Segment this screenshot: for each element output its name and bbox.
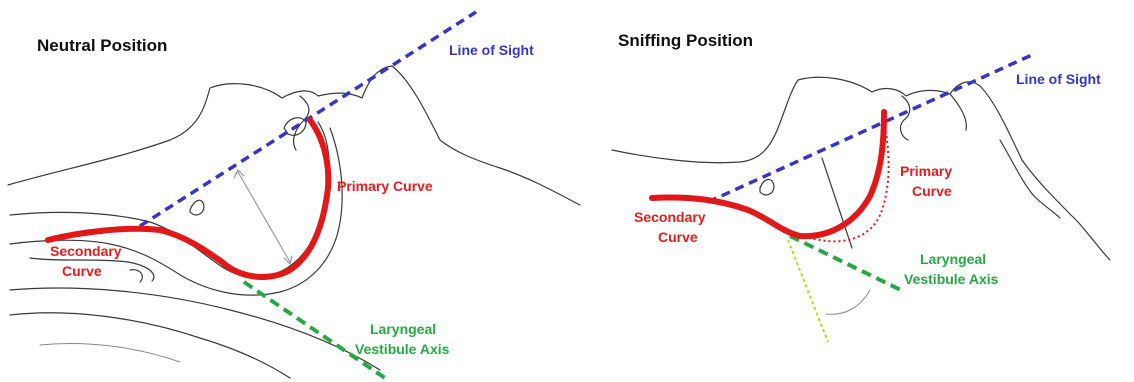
- sniffing-forehead-outline: [949, 93, 967, 131]
- neutral-laryngeal-vestibule-axis: [242, 280, 387, 380]
- neutral-pharynx-outline: [9, 127, 343, 296]
- neutral-secondary-curve: [45, 225, 225, 265]
- neutral-primary-curve-label: Primary Curve: [337, 178, 433, 194]
- sniffing-secondary-curve: [649, 194, 803, 239]
- neutral-distance-arrow-bottom: [283, 255, 293, 265]
- sniffing-title: Sniffing Position: [618, 31, 753, 50]
- sniffing-yellow-axis: [787, 239, 829, 343]
- neutral-distance-arrow-top: [233, 169, 245, 179]
- sniffing-laryngeal-vestibule-axis: [789, 234, 906, 294]
- neutral-title: Neutral Position: [37, 36, 167, 55]
- neutral-secondary-curve-label-line1: Secondary: [50, 243, 122, 259]
- sniffing-secondary-curve-label-line2: Curve: [658, 229, 698, 245]
- sniffing-chin-outline: [999, 139, 1061, 219]
- neutral-neck-line-1: [9, 287, 381, 371]
- sniffing-line-of-sight-label: Line of Sight: [1016, 71, 1101, 87]
- neutral-primary-curve: [219, 117, 332, 280]
- neutral-neck-line-2: [9, 312, 291, 379]
- neutral-nose-mouth-outline: [292, 95, 310, 151]
- sniffing-nose-outline: [899, 95, 911, 141]
- neutral-position-panel: Neutral Position Line of Sight Primary C…: [7, 10, 581, 380]
- sniffing-vestibule-label-line2: Vestibule Axis: [904, 271, 999, 287]
- sniffing-position-panel: Sniffing Position Line of Sight Primary …: [611, 31, 1111, 343]
- sniffing-primary-curve-label-line2: Curve: [912, 183, 952, 199]
- sniffing-secondary-curve-label-line1: Secondary: [634, 209, 706, 225]
- neutral-distance-indicator: [237, 171, 291, 263]
- sniffing-primary-curve: [797, 109, 887, 240]
- neutral-head-outline: [7, 65, 581, 206]
- sniffing-line-of-sight: [707, 52, 1035, 204]
- neutral-vestibule-label-line1: Laryngeal: [370, 321, 436, 337]
- neutral-secondary-region-outline: [29, 257, 155, 283]
- neutral-line-of-sight-label: Line of Sight: [449, 42, 534, 58]
- sniffing-vestibule-label-line1: Laryngeal: [920, 251, 986, 267]
- sniffing-epiglottis-outline: [759, 178, 775, 196]
- sniffing-head-outline: [611, 76, 1111, 261]
- sniffing-angle-arc: [825, 289, 871, 315]
- sniffing-pharynx-line: [821, 157, 853, 249]
- neutral-neck-line-3: [39, 343, 181, 363]
- neutral-secondary-curve-label-line2: Curve: [62, 263, 102, 279]
- sniffing-primary-curve-label-line1: Primary: [900, 163, 952, 179]
- neutral-vestibule-label-line2: Vestibule Axis: [355, 341, 450, 357]
- neutral-epiglottis-outline: [189, 199, 205, 216]
